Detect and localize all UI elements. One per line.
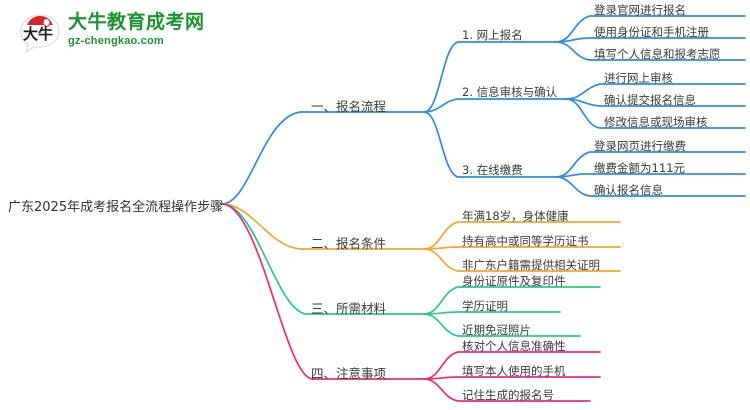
leaf-node-1-2-2[interactable]: 确认提交报名信息	[604, 93, 696, 107]
leaf-node-3-3[interactable]: 近期免冠照片	[462, 323, 531, 337]
leaf-node-4-3[interactable]: 记住生成的报名号	[462, 388, 554, 402]
leaf-node-4-2[interactable]: 填写本人使用的手机	[462, 364, 566, 378]
leaf-node-1-3-3[interactable]: 确认报名信息	[594, 183, 663, 197]
leaf-node-1-3-1[interactable]: 登录网页进行缴费	[594, 139, 686, 153]
branch-node-1[interactable]: 一、报名流程	[311, 99, 387, 114]
leaf-node-1-3-2[interactable]: 缴费金额为111元	[594, 161, 685, 175]
branch-node-4[interactable]: 四、注意事项	[311, 366, 387, 381]
leaf-node-3-2[interactable]: 学历证明	[462, 299, 508, 313]
branch-node-3[interactable]: 三、所需材料	[311, 301, 387, 316]
leaf-node-1-1-3[interactable]: 填写个人信息和报考志愿	[594, 47, 721, 61]
leaf-node-2-3[interactable]: 非广东户籍需提供相关证明	[462, 258, 600, 272]
svg-text:大牛: 大牛	[23, 25, 53, 43]
leaf-node-1-2-1[interactable]: 进行网上审核	[604, 71, 673, 85]
leaf-node-4-1[interactable]: 核对个人信息准确性	[462, 339, 566, 353]
site-logo[interactable]: 大牛 大牛教育成考网 gz-chengkao.com	[18, 10, 218, 56]
branch-node-2[interactable]: 二、报名条件	[311, 236, 387, 251]
logo-site-name: 大牛教育成考网	[68, 11, 205, 33]
leaf-node-2-2[interactable]: 持有高中或同等学历证书	[462, 234, 589, 248]
sub-node-1-3[interactable]: 3. 在线缴费	[462, 163, 523, 177]
sub-node-1-1[interactable]: 1. 网上报名	[462, 28, 523, 42]
leaf-node-1-1-1[interactable]: 登录官网进行报名	[594, 3, 686, 17]
leaf-node-1-1-2[interactable]: 使用身份证和手机注册	[594, 25, 709, 39]
leaf-node-3-1[interactable]: 身份证原件及复印件	[462, 274, 566, 288]
leaf-node-2-1[interactable]: 年满18岁，身体健康	[462, 209, 569, 223]
mindmap-root-node[interactable]: 广东2025年成考报名全流程操作步骤	[8, 200, 224, 215]
logo-mark-icon: 大牛	[20, 14, 60, 54]
leaf-node-1-2-3[interactable]: 修改信息或现场审核	[604, 115, 708, 129]
logo-site-url: gz-chengkao.com	[68, 35, 164, 47]
sub-node-1-2[interactable]: 2. 信息审核与确认	[462, 85, 558, 99]
